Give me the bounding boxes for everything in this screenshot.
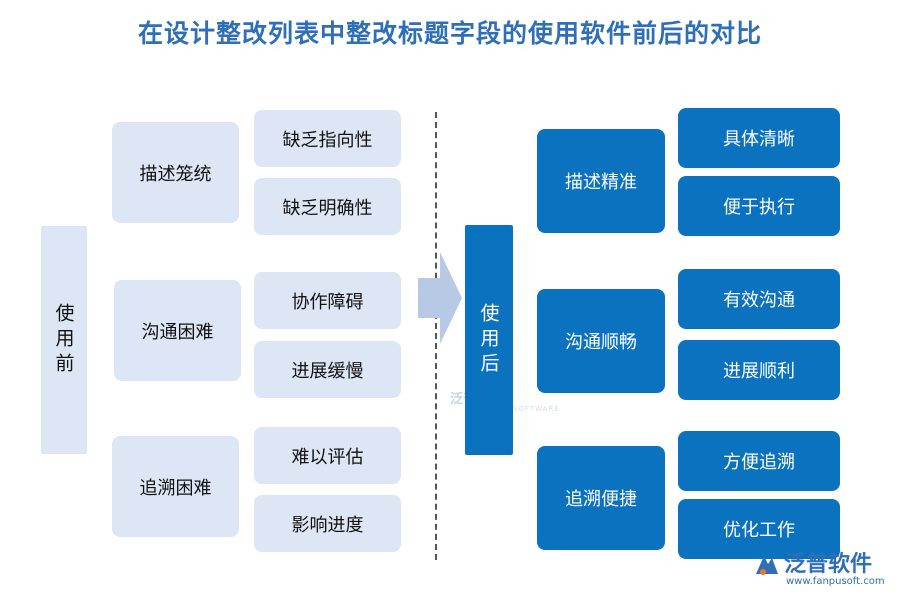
logo-url: www.fanpusoft.com (786, 576, 885, 587)
watermark-subtext: FANPU SOFTWARE (482, 405, 560, 413)
after-group-2: 沟通顺畅 (537, 289, 665, 393)
before-item-2-2: 进展缓慢 (254, 341, 401, 398)
after-item-1-2: 便于执行 (678, 176, 840, 236)
before-group-3: 追溯困难 (112, 436, 239, 537)
before-item-1-1: 缺乏指向性 (254, 110, 401, 167)
after-item-3-1: 方便追溯 (678, 431, 840, 491)
page-title: 在设计整改列表中整改标题字段的使用软件前后的对比 (137, 19, 762, 48)
after-item-2-1: 有效沟通 (678, 269, 840, 329)
after-item-1-1: 具体清晰 (678, 108, 840, 168)
after-item-2-2: 进展顺利 (678, 340, 840, 400)
dashed-divider (435, 112, 437, 560)
after-label: 使用后 (465, 225, 513, 455)
right-arrow-icon (418, 252, 462, 344)
brand-logo: 泛普软件 www.fanpusoft.com (750, 544, 890, 596)
fanpu-logo-icon (756, 556, 778, 575)
before-item-2-1: 协作障碍 (254, 272, 401, 329)
before-item-1-2: 缺乏明确性 (254, 178, 401, 235)
after-item-3-2: 优化工作 (678, 499, 840, 559)
before-group-1: 描述笼统 (112, 122, 239, 223)
before-group-2: 沟通困难 (114, 280, 241, 381)
logo-name: 泛普软件 (784, 552, 873, 577)
before-item-3-1: 难以评估 (254, 427, 401, 484)
before-item-3-2: 影响进度 (254, 495, 401, 552)
after-group-3: 追溯便捷 (537, 446, 665, 550)
before-label: 使用前 (41, 226, 87, 454)
after-group-1: 描述精准 (537, 129, 665, 233)
